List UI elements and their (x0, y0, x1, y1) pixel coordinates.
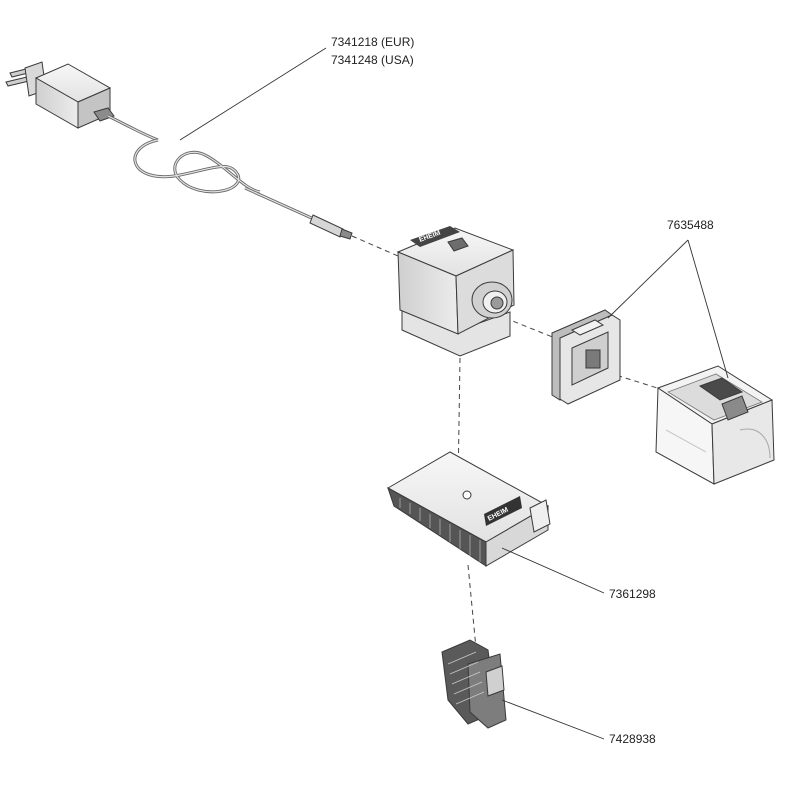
mounting-clip (441, 639, 507, 729)
leader-adapter (179, 47, 327, 141)
dash-pump-to-plate (457, 357, 461, 488)
power-adapter (5, 61, 115, 129)
leader-holder-frame (607, 239, 689, 319)
plate-end-clip (529, 499, 551, 533)
dash-plate-to-clip (467, 564, 477, 649)
pump-top-button (447, 237, 469, 252)
plate-hole (462, 490, 472, 500)
leader-plate (501, 547, 605, 594)
cable-to-connector-inner (244, 187, 317, 221)
label-filter-holder: 7635488 (667, 218, 714, 232)
power-cable (107, 114, 353, 240)
leader-lines (179, 47, 729, 740)
label-clip: 7428938 (609, 732, 656, 746)
pump-motor: EHEIM (396, 226, 515, 357)
box-latch (721, 395, 749, 421)
filter-frame (551, 309, 621, 405)
adapter-pin-lower (5, 76, 30, 87)
dc-barrel-tip (339, 228, 353, 240)
leader-holder-box (687, 239, 729, 379)
box-front-shade (665, 429, 707, 453)
pump-outlet-core (490, 296, 504, 310)
label-adapter-eur: 7341218 (EUR) (331, 35, 414, 49)
dash-pump-to-holder (504, 317, 561, 341)
cable-coil (133, 138, 261, 194)
box-corner-shade (739, 428, 771, 459)
frame-opening (585, 349, 601, 369)
plate-brand-tag (484, 496, 522, 526)
dash-connector-to-pump (351, 235, 399, 257)
clip-ribs (447, 651, 485, 705)
cable-coil-inner (134, 139, 261, 193)
box-slot (698, 377, 744, 401)
box-side (711, 399, 775, 485)
base-plate: EHEIM (386, 451, 551, 567)
leader-clip (501, 699, 605, 740)
cable-to-loop-inner (107, 115, 159, 141)
label-base-plate: 7361298 (609, 587, 656, 601)
plate-ribs (399, 498, 481, 562)
pump-brand-plate (410, 226, 460, 247)
label-adapter-usa: 7341248 (USA) (331, 53, 414, 67)
dc-barrel-connector (309, 214, 344, 238)
clip-tab (485, 665, 505, 697)
frame-tab (570, 319, 605, 336)
filter-holder-box (655, 365, 775, 485)
